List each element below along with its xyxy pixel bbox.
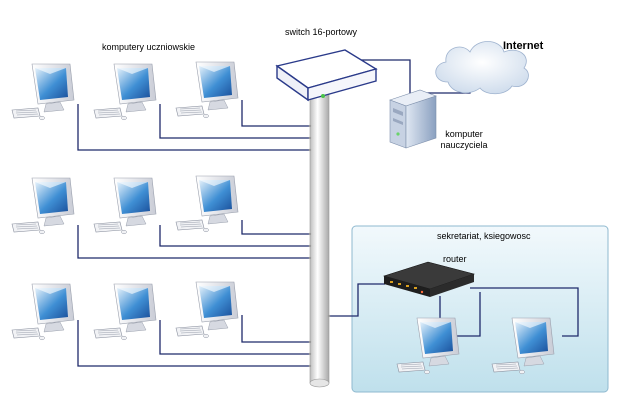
crt-computer-icon [93, 283, 157, 341]
student-cables [77, 59, 471, 367]
teacher-label: komputer nauczyciela [438, 129, 490, 151]
cloud-icon [435, 41, 529, 95]
crt-computer-icon [175, 281, 239, 339]
cable [241, 100, 318, 127]
router-label: router [443, 254, 467, 264]
crt-computer-icon [11, 63, 75, 121]
cable [159, 104, 318, 139]
crt-computer-icon [93, 177, 157, 235]
crt-computer-icon [175, 61, 239, 119]
cable [77, 320, 318, 367]
crt-computer-icon [11, 283, 75, 341]
cable [241, 220, 318, 235]
crt-computer-icon [175, 175, 239, 233]
tower-computer-icon [389, 89, 437, 149]
cable [77, 104, 318, 151]
cable [77, 225, 318, 259]
cable [352, 59, 411, 95]
backbone-pipe [308, 77, 331, 388]
teacher-label-line1: komputer [445, 129, 483, 139]
students-label: komputery uczniowskie [102, 42, 196, 52]
network-switch-icon [275, 49, 378, 102]
office-label: sekretariat, ksiegowosc [437, 231, 531, 241]
teacher-label-line2: nauczyciela [440, 140, 488, 150]
router-icon [382, 261, 476, 297]
cable [241, 315, 318, 343]
crt-computer-icon [93, 63, 157, 121]
internet-label: Internet [503, 40, 544, 52]
student-computers [11, 61, 239, 341]
cable [159, 320, 318, 355]
cable [322, 283, 385, 317]
crt-computer-icon [11, 177, 75, 235]
switch-label: switch 16-portowy [285, 27, 358, 37]
cable [455, 292, 481, 337]
office-cables [322, 283, 579, 337]
cable [159, 225, 318, 247]
cable [470, 287, 579, 337]
